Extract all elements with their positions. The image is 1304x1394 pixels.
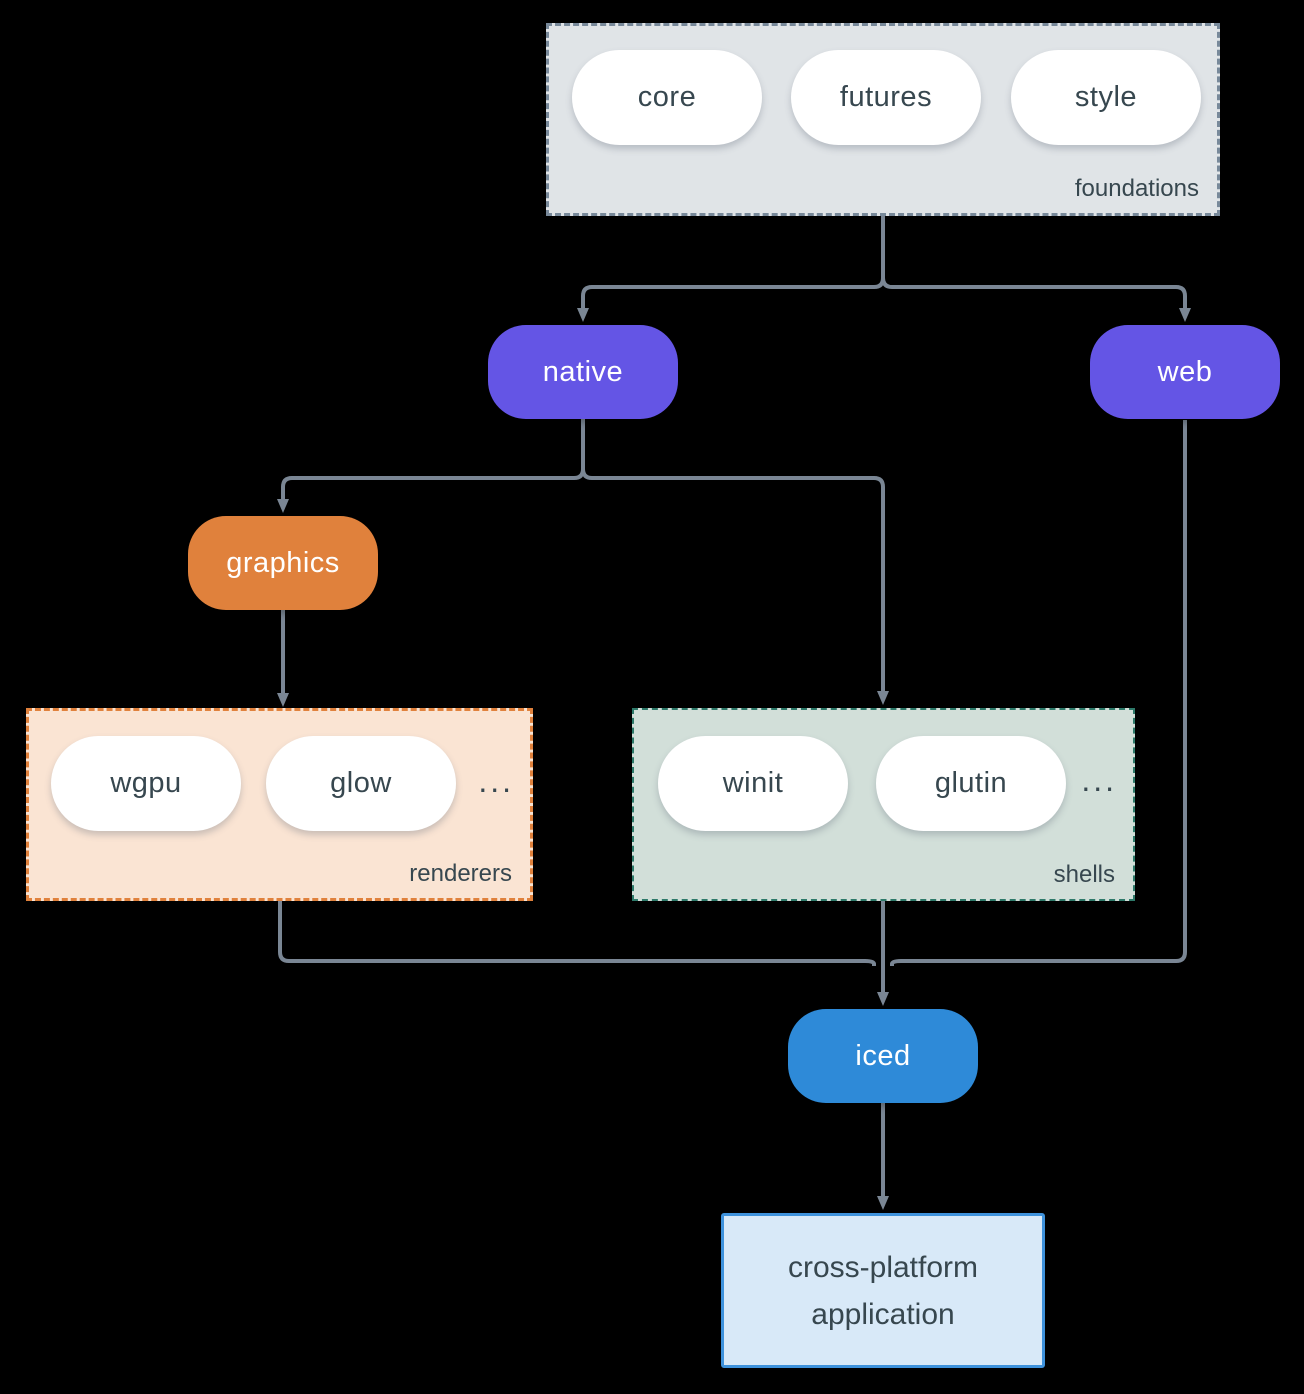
node-native: native [488,325,678,419]
node-graphics-label: graphics [226,546,340,579]
node-futures-label: futures [839,81,933,113]
connector-foundations-web [881,216,1191,322]
node-core-label: core [637,81,697,113]
node-native-label: native [542,355,624,388]
node-winit: winit [658,736,848,831]
group-renderers: wgpu glow ... renderers [26,708,533,901]
application-label-line2: application [811,1297,955,1331]
connector-native-shells [581,418,889,705]
node-style-label: style [1074,81,1138,113]
node-glutin-label: glutin [934,767,1008,799]
node-iced-label: iced [855,1039,911,1072]
node-web: web [1090,325,1280,419]
connector-native-graphics [277,418,585,513]
node-glow-label: glow [330,767,392,799]
node-style: style [1011,50,1201,145]
connector-web-iced [890,420,1187,966]
group-shells: winit glutin ... shells [632,708,1135,901]
node-glutin: glutin [876,736,1066,831]
node-core: core [572,50,762,145]
node-winit-label: winit [722,767,784,799]
node-wgpu-label: wgpu [110,767,182,799]
node-glow: glow [266,736,456,831]
node-web-label: web [1157,355,1213,388]
node-graphics: graphics [188,516,378,610]
application-label-line1: cross-platform [787,1250,979,1284]
node-iced: iced [788,1009,978,1103]
renderers-ellipsis: ... [478,763,514,799]
group-renderers-label: renderers [409,860,512,887]
node-cross-platform-application: cross-platform application [721,1213,1045,1368]
node-futures: futures [791,50,981,145]
shells-ellipsis: ... [1081,762,1117,798]
group-foundations: core futures style foundations [546,23,1220,216]
connector-foundations-native [577,216,885,322]
node-wgpu: wgpu [51,736,241,831]
group-shells-label: shells [1053,861,1115,888]
connector-renderers-iced [278,901,876,966]
group-foundations-label: foundations [1074,175,1199,202]
